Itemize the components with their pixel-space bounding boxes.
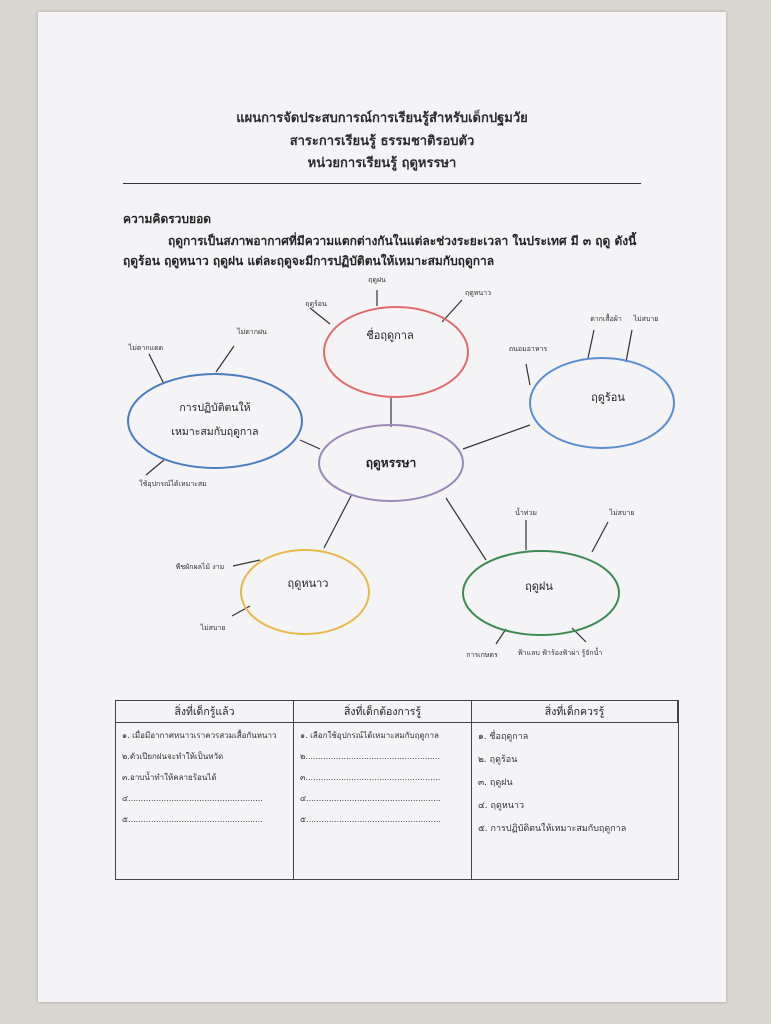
rain-sub-4: ฟ้าแลบ ฟ้าร้องฟ้าผ่า รู้จักน้ำ	[518, 646, 603, 657]
concept-title: ความคิดรวบยอด	[123, 212, 212, 226]
names-label: ชื่อฤดูกาล	[366, 327, 413, 342]
list-item: ๑. ชื่อฤดูกาล	[478, 732, 529, 742]
divider	[123, 183, 641, 184]
table-col-known: ๑. เมื่อมีอากาศหนาวเราควรสวมเสื้อกันหนาว…	[116, 723, 294, 879]
practice-sub-2: ไม่ตากฝน	[236, 327, 267, 336]
connector-lines	[145, 290, 633, 645]
table-col-should: ๑. ชื่อฤดูกาล ๒. ฤดูร้อน ๓. ฤดูฝน ๔. ฤดู…	[472, 723, 678, 879]
practice-sub-1: ไม่ตากแดด	[128, 343, 163, 352]
mind-map: ชื่อฤดูกาล ฤดูฝน ฤดูร้อน ฤดูหนาว การปฏิบ…	[127, 276, 675, 659]
list-item: ๑. เลือกใช้อุปกรณ์ได้เหมาะสมกับฤดูกาล	[300, 731, 439, 740]
names-sub-left: ฤดูร้อน	[305, 300, 327, 308]
list-item: ๒.ตัวเปียกฝนจะทำให้เป็นหวัด	[122, 752, 224, 761]
kwl-table: สิ่งที่เด็กรู้แล้ว สิ่งที่เด็กต้องการรู้…	[115, 700, 679, 880]
rain-label: ฤดูฝน	[525, 580, 553, 593]
practice-label-2: เหมาะสมกับฤดูกาล	[171, 426, 258, 438]
table-header-known: สิ่งที่เด็กรู้แล้ว	[116, 701, 294, 723]
center-ellipse	[318, 424, 464, 502]
names-sub-right: ฤดูหนาว	[465, 289, 491, 297]
table-col-want: ๑. เลือกใช้อุปกรณ์ได้เหมาะสมกับฤดูกาล ๒.…	[294, 723, 472, 879]
table-header-should: สิ่งที่เด็กควรรู้	[472, 701, 678, 723]
table-header-want: สิ่งที่เด็กต้องการรู้	[294, 701, 472, 723]
names-sub-top: ฤดูฝน	[368, 276, 386, 284]
list-item: ๒. ฤดูร้อน	[478, 755, 518, 765]
rain-sub-1: น้ำท่วม	[515, 506, 537, 517]
rain-ellipse	[462, 550, 620, 636]
list-item: ๔.......................................…	[300, 794, 441, 803]
concept-line-1: ฤดูการเป็นสภาพอากาศที่มีความแตกต่างกันใน…	[168, 234, 637, 248]
cold-label: ฤดูหนาว	[288, 577, 329, 590]
list-item: ๑. เมื่อมีอากาศหนาวเราควรสวมเสื้อกันหนาว	[122, 731, 277, 740]
cold-sub-2: ไม่สบาย	[200, 623, 226, 632]
unit-heading: หน่วยการเรียนรู้ ฤดูหรรษา	[307, 156, 457, 171]
hot-sub-2: ตากเสื้อผ้า	[590, 312, 622, 323]
document-page: แผนการจัดประสบการณ์การเรียนรู้สำหรับเด็ก…	[38, 12, 726, 1002]
hot-label: ฤดูร้อน	[591, 391, 625, 404]
list-item: ๒.......................................…	[300, 752, 441, 761]
list-item: ๔. ฤดูหนาว	[478, 801, 525, 811]
concept-line-2: ฤดูร้อน ฤดูหนาว ฤดูฝน แต่ละฤดูจะมีการปฏิ…	[123, 254, 495, 268]
list-item: ๓.......................................…	[300, 773, 441, 782]
hot-ellipse	[529, 357, 675, 449]
names-ellipse	[323, 306, 469, 398]
center-label: ฤดูหรรษา	[366, 456, 417, 471]
rain-sub-3: การเกษตร	[466, 651, 498, 659]
list-item: ๕.......................................…	[300, 815, 441, 824]
list-item: ๓.อาบน้ำทำให้คลายร้อนได้	[122, 773, 217, 782]
plan-title: แผนการจัดประสบการณ์การเรียนรู้สำหรับเด็ก…	[236, 111, 528, 126]
list-item: ๕.......................................…	[122, 815, 263, 824]
practice-sub-3: ใช้อุปกรณ์ได้เหมาะสม	[139, 479, 207, 488]
practice-label-1: การปฏิบัติตนให้	[179, 401, 250, 414]
cold-ellipse	[240, 549, 370, 635]
cold-sub-1: พืชผักผลไม้ งาม	[176, 562, 224, 571]
rain-sub-2: ไม่สบาย	[609, 508, 635, 517]
hot-sub-1: ถนอมอาหาร	[509, 345, 548, 353]
list-item: ๓. ฤดูฝน	[478, 778, 513, 788]
list-item: ๔.......................................…	[122, 794, 263, 803]
hot-sub-3: ไม่สบาย	[633, 314, 659, 323]
subject-heading: สาระการเรียนรู้ ธรรมชาติรอบตัว	[289, 134, 475, 149]
list-item: ๕. การปฏิบัติตนให้เหมาะสมกับฤดูกาล	[478, 824, 627, 834]
practice-ellipse	[127, 373, 303, 469]
